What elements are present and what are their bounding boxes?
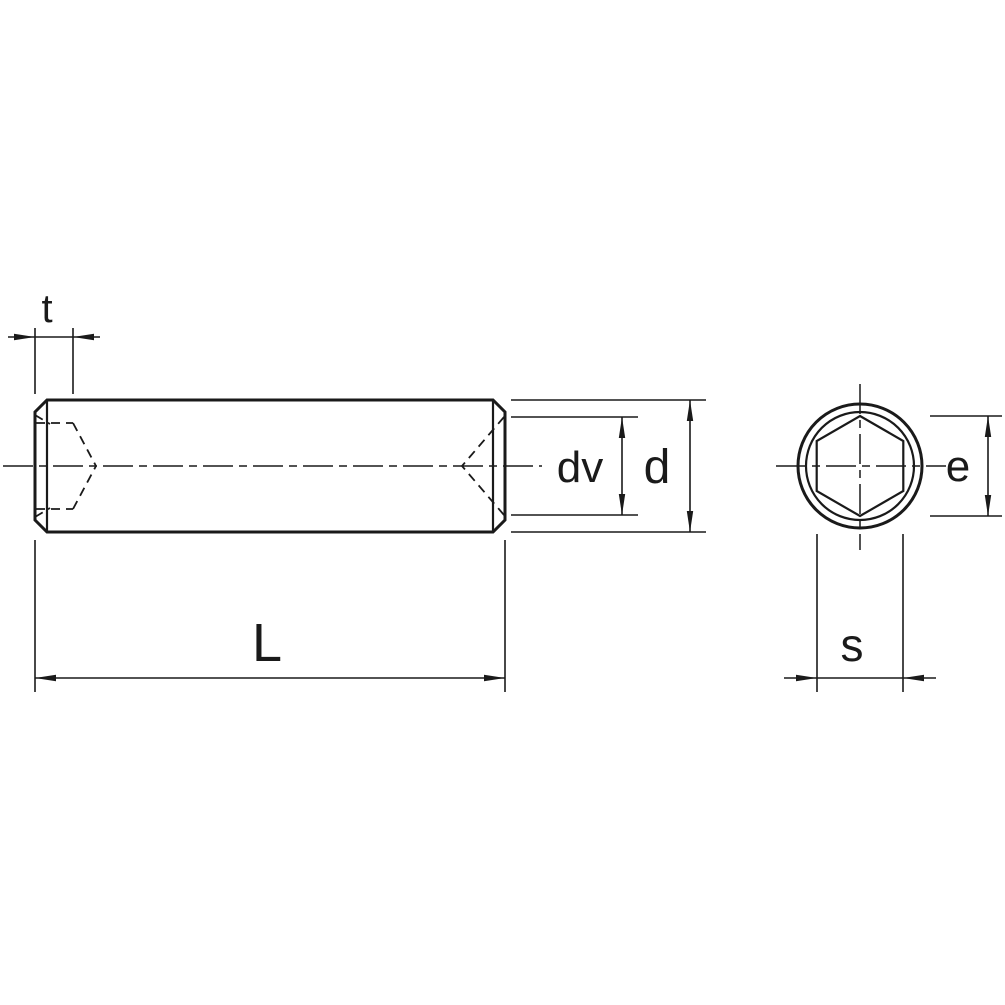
dim-label-s: s: [841, 619, 864, 671]
hex-socket-outline: [815, 414, 905, 518]
dimension-t: t: [8, 287, 100, 394]
dimension-d: d: [511, 399, 706, 533]
hidden-cup-point-lines: [461, 416, 505, 516]
dim-label-dv: dv: [557, 443, 603, 492]
dim-label-e: e: [946, 442, 970, 491]
end-view: [776, 384, 946, 550]
dimension-e: e: [930, 415, 1002, 517]
side-view: [3, 398, 542, 534]
screw-body-outline: [33, 398, 507, 534]
dim-label-d: d: [644, 441, 671, 494]
chamfer-circle: [804, 410, 916, 522]
dimension-dv: dv: [511, 416, 638, 516]
outer-diameter-circle: [796, 402, 924, 530]
dimension-s: s: [784, 534, 936, 692]
dim-label-t: t: [41, 287, 52, 331]
dimension-L: L: [34, 540, 506, 692]
hidden-socket-lines: [34, 414, 97, 518]
dim-label-L: L: [252, 613, 282, 673]
